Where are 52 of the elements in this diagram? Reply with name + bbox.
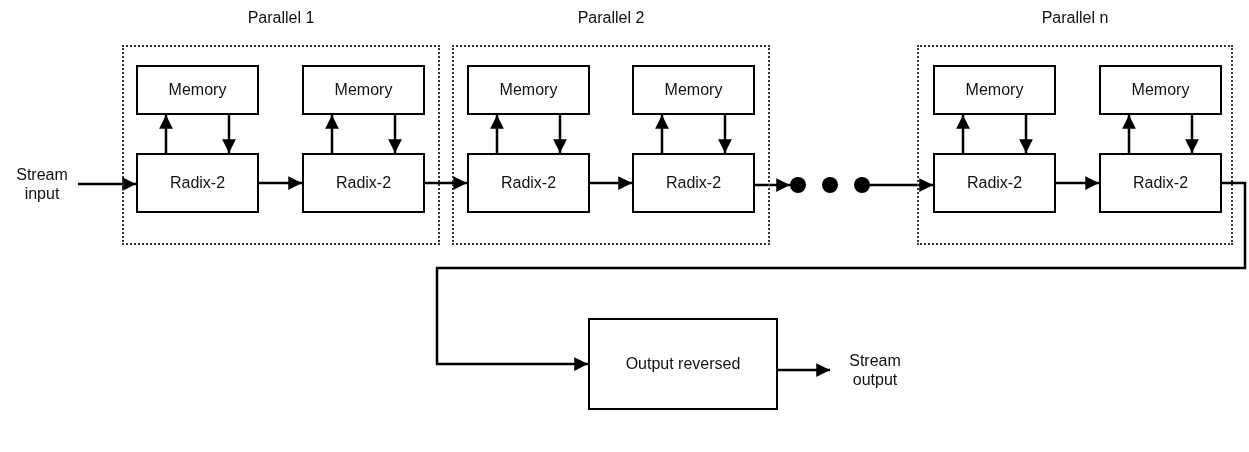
box-label: Radix-2 — [665, 173, 722, 193]
arrow — [778, 363, 830, 377]
arrow — [325, 115, 339, 153]
arrow — [1122, 115, 1136, 153]
process-box — [302, 65, 425, 115]
arrow — [435, 181, 1247, 371]
process-box — [467, 65, 590, 115]
box-label: Radix-2 — [1132, 173, 1189, 193]
process-box — [933, 65, 1056, 115]
arrow — [78, 177, 136, 191]
arrow — [718, 115, 732, 153]
process-box — [933, 153, 1056, 213]
box-label: Radix-2 — [966, 173, 1023, 193]
group-title: Parallel n — [1040, 8, 1110, 28]
text-label: Stream output — [848, 350, 902, 390]
box-label: Memory — [334, 80, 393, 100]
process-box — [588, 318, 778, 410]
arrow — [1185, 115, 1199, 153]
process-box — [1099, 153, 1222, 213]
group-title: Parallel 1 — [246, 8, 316, 28]
process-box — [136, 153, 259, 213]
box-label: Radix-2 — [500, 173, 557, 193]
process-box — [467, 153, 590, 213]
arrow — [655, 115, 669, 153]
arrow — [388, 115, 402, 153]
arrow — [490, 115, 504, 153]
arrow — [425, 176, 467, 190]
box-label: Output reversed — [625, 354, 741, 374]
box-label: Radix-2 — [335, 173, 392, 193]
text-label: Stream input — [15, 164, 69, 204]
arrow — [1056, 176, 1099, 190]
box-label: Radix-2 — [169, 173, 226, 193]
process-box — [632, 65, 755, 115]
box-label: Memory — [1131, 80, 1190, 100]
arrow — [590, 176, 632, 190]
arrow — [259, 176, 302, 190]
process-box — [302, 153, 425, 213]
box-label: Memory — [168, 80, 227, 100]
box-label: Memory — [965, 80, 1024, 100]
box-label: Memory — [499, 80, 558, 100]
arrow — [870, 178, 933, 192]
arrow — [1019, 115, 1033, 153]
group-title: Parallel 2 — [576, 8, 646, 28]
arrow — [553, 115, 567, 153]
process-box — [136, 65, 259, 115]
arrow — [956, 115, 970, 153]
process-box — [1099, 65, 1222, 115]
arrow — [222, 115, 236, 153]
process-box — [632, 153, 755, 213]
box-label: Memory — [664, 80, 723, 100]
arrow — [755, 178, 790, 192]
arrow — [159, 115, 173, 153]
